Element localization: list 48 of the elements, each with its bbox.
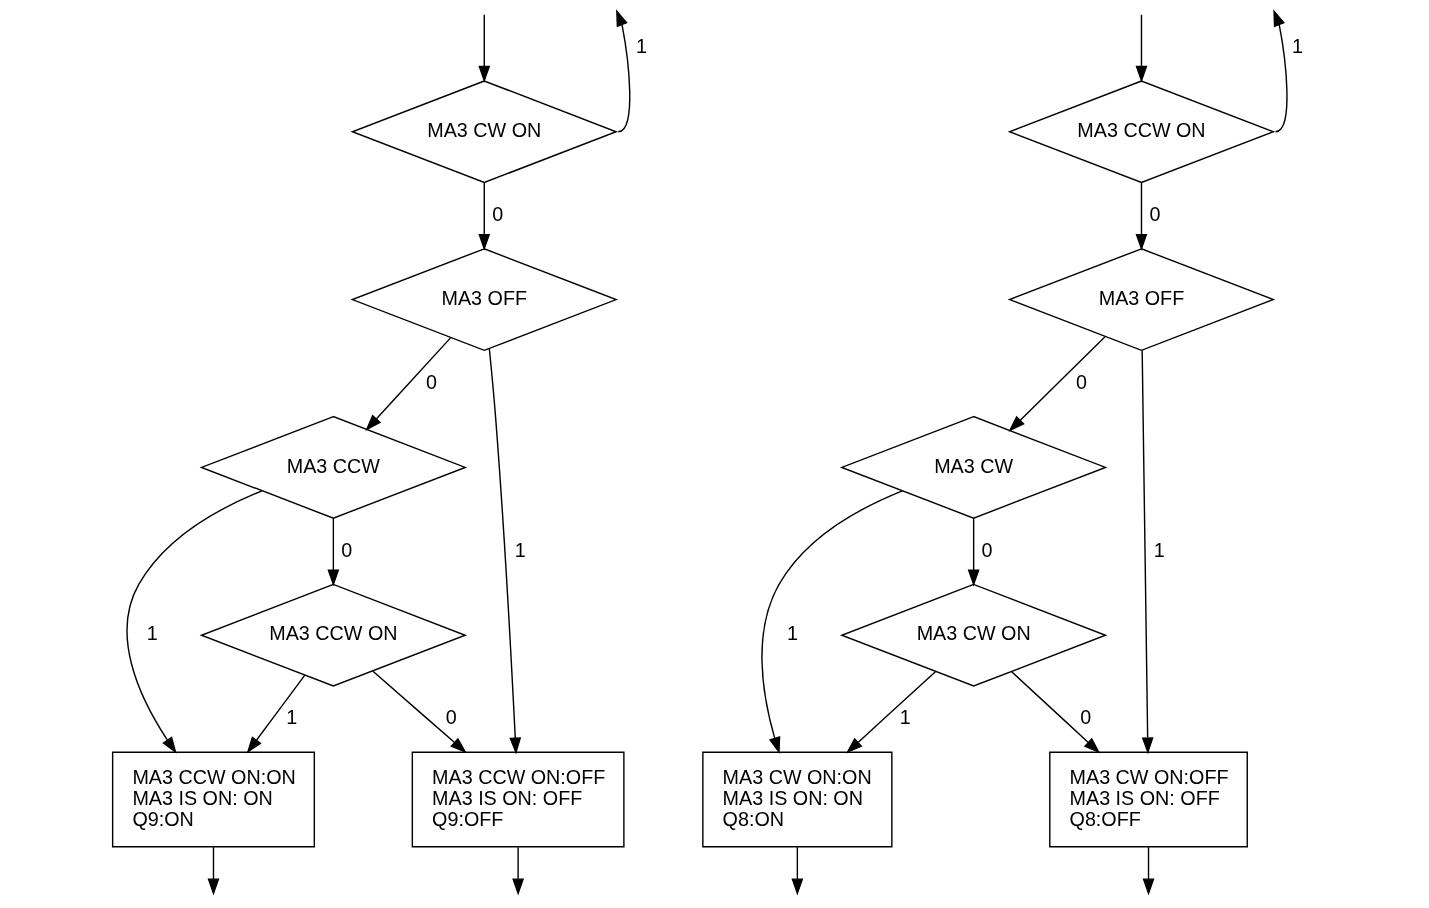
arrow <box>372 670 467 754</box>
arrow <box>1273 9 1288 133</box>
edge-label: 0 <box>1076 370 1088 393</box>
edge-label: 1 <box>286 706 298 729</box>
arrow <box>512 846 525 896</box>
arrow <box>791 846 804 896</box>
edge-label: 1 <box>786 622 798 645</box>
arrow <box>365 336 452 432</box>
edge-label: 1 <box>1153 538 1165 561</box>
arrow <box>478 14 491 83</box>
arrow <box>327 517 340 587</box>
node-diamond: MA3 OFF <box>1007 248 1276 352</box>
edge-label: 0 <box>1149 202 1161 225</box>
arrow <box>1010 670 1101 754</box>
edge-label: 1 <box>514 538 526 561</box>
edge-label: 0 <box>492 202 504 225</box>
node-diamond: MA3 CCW ON <box>199 583 468 687</box>
arrow <box>967 517 980 587</box>
node-box: MA3 CCW ON:OFF MA3 IS ON: OFF Q9:OFF <box>411 751 625 848</box>
arrow <box>207 846 220 896</box>
arrow <box>246 674 306 754</box>
arrow <box>846 670 937 754</box>
edge-label: 1 <box>1291 35 1303 58</box>
arrow <box>1135 181 1148 251</box>
node-box: MA3 CCW ON:ON MA3 IS ON: ON Q9:ON <box>111 751 316 848</box>
node-box: MA3 CW ON:ON MA3 IS ON: ON Q8:ON <box>702 751 893 848</box>
edge-label: 0 <box>341 538 353 561</box>
edge-label: 0 <box>1080 706 1092 729</box>
arrow <box>1008 336 1106 432</box>
node-diamond: MA3 CW ON <box>350 80 619 184</box>
arrow <box>126 490 263 754</box>
edge-label: 0 <box>445 706 457 729</box>
edge-label: 0 <box>425 370 437 393</box>
arrow <box>761 490 904 754</box>
node-diamond: MA3 OFF <box>350 248 619 352</box>
arrow <box>1141 349 1154 755</box>
arrow <box>616 9 631 133</box>
arrow <box>488 348 522 755</box>
node-diamond: MA3 CCW ON <box>1007 80 1276 184</box>
node-diamond: MA3 CW ON <box>839 583 1108 687</box>
arrow <box>1142 846 1155 896</box>
edge-label: 1 <box>146 622 158 645</box>
edge-label: 0 <box>981 538 993 561</box>
arrow <box>478 181 491 251</box>
arrow <box>1135 14 1148 83</box>
node-box: MA3 CW ON:OFF MA3 IS ON: OFF Q8:OFF <box>1049 751 1248 848</box>
edge-label: 1 <box>899 706 911 729</box>
edge-label: 1 <box>636 35 648 58</box>
